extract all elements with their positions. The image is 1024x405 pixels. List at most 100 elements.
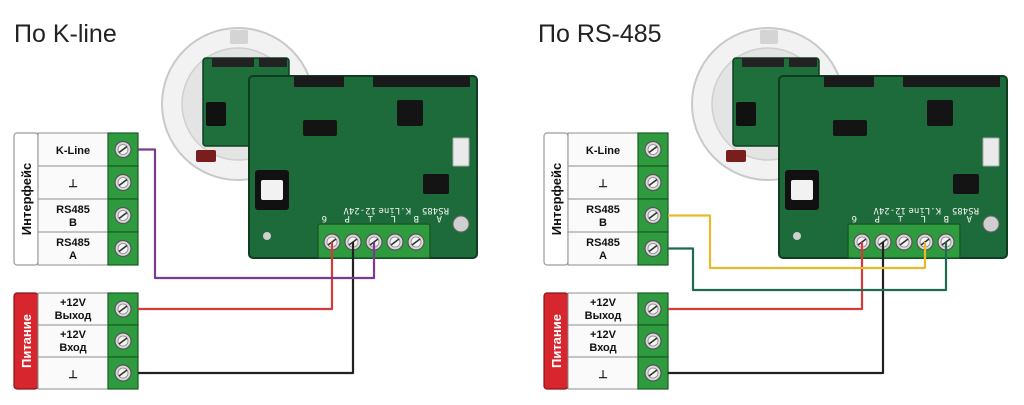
- power-terminal-screw: [644, 300, 662, 318]
- interface-row-label-box: [37, 198, 109, 233]
- screw-slot: [648, 145, 658, 154]
- board-header-left: [294, 76, 344, 87]
- interface-terminal-screw: [114, 239, 132, 258]
- power-label: Питание: [19, 314, 34, 368]
- board-pin-label: L: [921, 213, 926, 223]
- board-pin-label: L: [391, 213, 396, 223]
- wire-power-plus: [138, 242, 334, 311]
- screw-slot: [648, 211, 658, 220]
- rear-header-2: [789, 58, 817, 67]
- screw-slot: [648, 337, 658, 345]
- board-pin-label: A: [966, 213, 972, 223]
- screw-slot: [118, 145, 128, 154]
- mount-hole: [263, 232, 271, 240]
- interface-row-label: B: [69, 217, 77, 229]
- power-row-label: +12V: [590, 329, 617, 341]
- silk-kline: K.Line: [908, 205, 941, 215]
- interface-terminal-screw: [644, 206, 662, 225]
- board-pin-label: P: [874, 213, 880, 223]
- board-pin-label: 6: [852, 213, 857, 223]
- power-row-label: Выход: [585, 310, 622, 322]
- power-row-label: +12V: [60, 329, 87, 341]
- logic-chip: [303, 120, 337, 136]
- housing-latch: [196, 150, 216, 162]
- mount-hole: [793, 232, 801, 240]
- power-terminal-screw: [644, 332, 662, 350]
- screw-slot: [118, 211, 128, 220]
- rear-header-2: [259, 58, 287, 67]
- board-terminal-screw: [895, 233, 913, 251]
- interface-row-label: ⊥: [598, 178, 608, 190]
- power-terminal-screw: [644, 364, 662, 382]
- interface-row-label-box: [567, 132, 639, 167]
- screw-slot: [411, 238, 421, 246]
- power-terminal-screw: [114, 332, 132, 350]
- power-row-label: Вход: [589, 342, 616, 354]
- power-row-label-box: [37, 356, 109, 390]
- button-switch: [452, 137, 470, 167]
- button-switch: [982, 137, 1000, 167]
- power-row-label: +12V: [590, 297, 617, 309]
- interface-row-label: RS485: [586, 204, 620, 216]
- driver-chip: [953, 174, 979, 194]
- power-terminal-screw: [114, 300, 132, 318]
- wires: [668, 214, 948, 375]
- power-row-label-box: [567, 356, 639, 390]
- interface-row-label-box: [567, 165, 639, 200]
- screw-slot: [118, 178, 128, 187]
- power-row-label: ⊥: [598, 369, 608, 381]
- power-row-label-box: [37, 292, 109, 326]
- interface-label: Интерфейс: [549, 163, 564, 235]
- board-pin-label: ⊥: [367, 213, 373, 223]
- wire-rs485-b: [668, 214, 927, 270]
- screw-slot: [648, 305, 658, 313]
- wire-rs485-a: [668, 242, 948, 292]
- power-row-label-box: [567, 292, 639, 326]
- housing-clip: [230, 30, 248, 44]
- screw-slot: [118, 305, 128, 313]
- power-row-label: Выход: [55, 310, 92, 322]
- interface-row-label: K-Line: [586, 145, 620, 157]
- regulator-window: [261, 180, 283, 200]
- interface-terminal-screw: [644, 239, 662, 258]
- driver-chip: [423, 174, 449, 194]
- interface-label: Интерфейс: [19, 163, 34, 235]
- silk-voltage: 12-24V: [343, 205, 376, 215]
- screw-slot: [648, 178, 658, 187]
- board-header-right: [903, 76, 1000, 87]
- interface-terminal-screw: [114, 140, 132, 159]
- power-terminal-screw: [114, 364, 132, 382]
- interface-row-label-box: [37, 165, 109, 200]
- panel-title-rs485: По RS-485: [538, 20, 662, 48]
- interface-terminal-screw: [644, 140, 662, 159]
- board-pin-label: ⊥: [897, 213, 903, 223]
- logic-chip: [833, 120, 867, 136]
- wire-power-ground: [668, 242, 885, 375]
- interface-terminal-screw: [644, 173, 662, 192]
- silk-rs485: RS485: [422, 205, 449, 215]
- silk-kline: K.Line: [378, 205, 411, 215]
- silk-voltage: 12-24V: [873, 205, 906, 215]
- board-pin-label: A: [436, 213, 442, 223]
- rear-chip: [736, 102, 756, 126]
- screw-slot: [648, 369, 658, 377]
- wires: [138, 148, 376, 375]
- housing-latch: [726, 150, 746, 162]
- mount-screw: [452, 215, 470, 233]
- wire-kline: [138, 148, 376, 280]
- screw-slot: [118, 369, 128, 377]
- interface-terminal-screw: [114, 206, 132, 225]
- interface-row-label: A: [599, 250, 607, 262]
- power-row-label-box: [567, 324, 639, 358]
- regulator-window: [791, 180, 813, 200]
- board-pin-label: B: [944, 213, 949, 223]
- housing-clip: [760, 30, 778, 44]
- board-header-right: [373, 76, 470, 87]
- wire-power-plus: [668, 242, 864, 311]
- interface-row-label: B: [599, 217, 607, 229]
- interface-terminal-screw: [114, 173, 132, 192]
- panel-title-kline: По K-line: [14, 20, 117, 48]
